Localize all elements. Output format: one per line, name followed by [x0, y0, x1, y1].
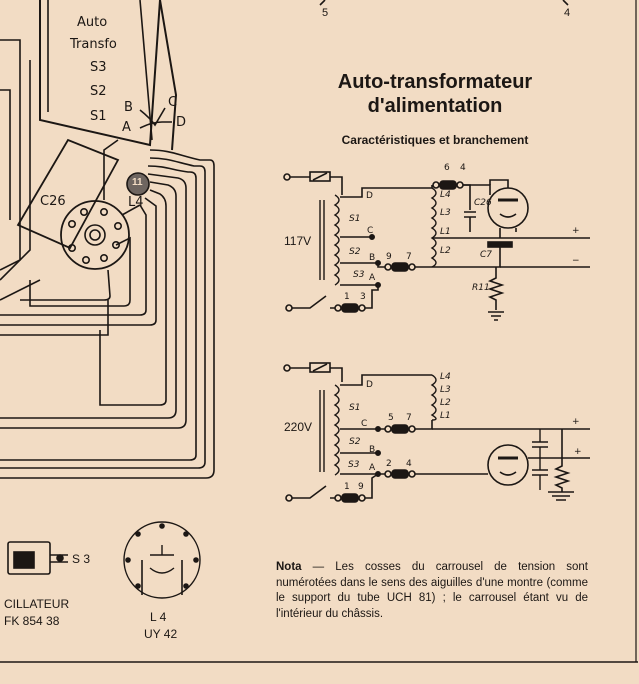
fk-reference: FK 854 38 [4, 614, 60, 628]
polarity-plus-1: + [572, 226, 580, 236]
coil-l2-2: L2 [440, 398, 451, 408]
coil-l2-1: L2 [440, 246, 451, 256]
cosse-4-a: 4 [460, 163, 466, 173]
s1-winding-1: S1 [349, 214, 361, 224]
polarity-plus-2a: + [572, 417, 580, 427]
cosse-7-a: 7 [406, 252, 412, 262]
s2-winding-1: S2 [349, 247, 361, 257]
cosse-4-b: 4 [406, 459, 412, 469]
c26-component: C26 [474, 198, 492, 208]
nota-lead: Nota [276, 561, 302, 573]
cosse-6: 6 [444, 163, 450, 173]
s2-winding-2: S2 [349, 437, 361, 447]
cosse-1-b: 1 [344, 482, 350, 492]
c7-component: C7 [480, 250, 493, 260]
cosse-9-a: 9 [386, 252, 392, 262]
terminal-a: A [122, 120, 131, 135]
r11-component: R11 [472, 283, 490, 293]
cosse-3: 3 [360, 292, 366, 302]
tap-a-1: A [369, 273, 376, 283]
s3-winding-2: S3 [348, 460, 360, 470]
tap-c-1: C [367, 226, 374, 236]
cosse-5: 5 [388, 413, 394, 423]
cosse-9-b: 9 [358, 482, 364, 492]
tap-b-1: B [369, 253, 376, 263]
tap-d-1: D [366, 191, 373, 201]
coil-l4-2: L4 [440, 372, 451, 382]
terminal-d: D [176, 115, 187, 130]
terminal-c: C [168, 95, 178, 110]
l4-label: L4 [128, 195, 144, 210]
subtitle: Caractéristiques et branchement [341, 133, 529, 147]
tube-l4-label: L 4 [150, 610, 167, 624]
transfo-label-s1: S1 [90, 109, 107, 124]
tap-c-2: C [361, 419, 368, 429]
title-line-1: Auto-transformateur [337, 71, 533, 93]
s3-winding-1: S3 [353, 270, 365, 280]
cosse-2: 2 [386, 459, 392, 469]
chassis-wiring [0, 0, 638, 663]
nota-text: — Les cosses du carrousel de tension son… [276, 561, 588, 620]
oscillateur-label: CILLATEUR [4, 597, 70, 611]
coil-l1-1: L1 [440, 227, 451, 237]
nota-paragraph: Nota — Les cosses du carrousel de tensio… [276, 560, 588, 622]
transfo-label-auto: Auto [77, 15, 108, 30]
voltage-220v: 220V [284, 420, 313, 434]
tube-uy42-label: UY 42 [144, 627, 178, 641]
c26-label: C26 [40, 194, 66, 209]
s1-winding-2: S1 [349, 403, 361, 413]
coil-l3-2: L3 [440, 385, 451, 395]
schema-117v [283, 171, 590, 321]
tap-b-2: B [369, 445, 376, 455]
transfo-label-s2: S2 [90, 84, 107, 99]
terminal-b: B [124, 100, 133, 115]
polarity-plus-2b: + [574, 447, 582, 457]
dial-number-5: 5 [322, 7, 329, 19]
coil-l4-1: L4 [440, 190, 451, 200]
dial-number-4: 4 [564, 7, 571, 19]
s3-label: S 3 [72, 552, 91, 566]
cosse-7-b: 7 [406, 413, 412, 423]
cosse-1-a: 1 [344, 292, 350, 302]
polarity-minus-1: − [572, 256, 580, 266]
tap-a-2: A [369, 463, 376, 473]
transfo-label-transfo: Transfo [70, 37, 117, 52]
coil-l1-2: L1 [440, 411, 451, 421]
badge-11: 11 [132, 177, 143, 188]
coil-l3-1: L3 [440, 208, 451, 218]
voltage-117v: 117V [284, 234, 312, 248]
transfo-label-s3: S3 [90, 60, 107, 75]
tap-d-2: D [366, 380, 373, 390]
title-line-2: d'alimentation [367, 95, 503, 117]
schema-220v [283, 362, 590, 503]
